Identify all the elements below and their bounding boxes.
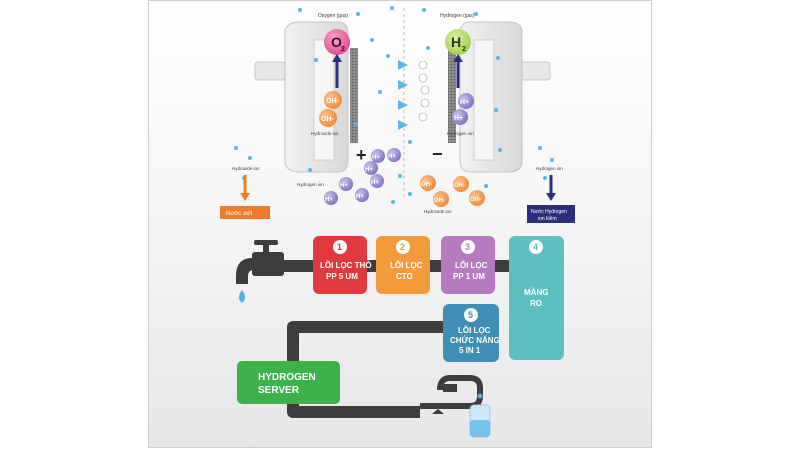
svg-text:OH-: OH-: [321, 116, 335, 123]
oxygen-gas-label: Oxygen (gas): [318, 13, 348, 19]
svg-text:OH-: OH-: [434, 198, 445, 204]
svg-text:2: 2: [400, 242, 405, 252]
svg-text:H+: H+: [460, 99, 469, 106]
filter-2-line2: CTO: [396, 272, 413, 281]
svg-text:OH-: OH-: [454, 183, 465, 189]
svg-text:OH-: OH-: [470, 197, 481, 203]
server-line1: HYDROGEN: [258, 372, 316, 383]
svg-text:H+: H+: [454, 115, 463, 122]
h2-subscript: 2: [462, 46, 466, 53]
filter-4-line1: MÀNG: [524, 288, 548, 297]
acid-output: Hydroxide ion Nước axit: [220, 166, 270, 219]
svg-text:H+: H+: [388, 154, 396, 160]
svg-text:H+: H+: [372, 155, 380, 161]
alkaline-water-label-2: ion kiềm: [538, 216, 557, 222]
svg-text:3: 3: [465, 242, 470, 252]
filter-3-line2: PP 1 UM: [453, 272, 485, 281]
oh-ion-cluster: OH- OH- OH- OH-: [420, 175, 485, 207]
alkaline-water-box: [527, 205, 575, 223]
source-faucet: [236, 240, 284, 303]
h2-molecule: H 2: [445, 29, 471, 55]
filter-5-line3: 5 IN 1: [459, 346, 481, 355]
anode-mesh: [350, 48, 358, 143]
h2-symbol: H: [451, 34, 461, 50]
svg-text:H+: H+: [371, 180, 379, 186]
svg-text:H+: H+: [340, 183, 348, 189]
diagram-background: [149, 1, 651, 447]
o2-molecule: O 2: [324, 29, 350, 55]
svg-text:H+: H+: [356, 194, 364, 200]
server-line2: SERVER: [258, 385, 300, 396]
hydrogen-ion-label-right: Hydrogen ion: [447, 131, 474, 136]
filter-1-line1: LÕI LỌC THÔ: [320, 261, 372, 270]
cathode-h-ions: H+ H+: [452, 93, 474, 125]
filter-2-line1: LÕI LỌC: [390, 261, 423, 270]
hydrogen-ion-label-far-right: Hydrogen ion: [536, 166, 563, 171]
acid-water-box: [220, 206, 270, 219]
hydroxide-ion-label-far-left: Hydroxide ion: [232, 166, 260, 171]
hydrogen-gas-label: Hydrogen (gas): [440, 13, 475, 19]
alkaline-water-label-1: Nước Hydrogen: [531, 209, 567, 215]
svg-text:OH-: OH-: [326, 98, 340, 105]
right-housing: [459, 21, 551, 173]
anode-oh-ions: OH- OH-: [319, 91, 342, 127]
diagram-frame: [148, 0, 652, 448]
o2-symbol: O: [331, 34, 342, 50]
filter-1: 1 LÕI LỌC THÔ PP 5 UM: [313, 236, 372, 294]
output-faucet: [420, 375, 491, 438]
small-ions-right: [418, 60, 430, 122]
svg-text:5: 5: [468, 310, 473, 320]
minus-sign: −: [432, 144, 443, 164]
filter-4-membrane: 4 MÀNG RO: [509, 236, 564, 360]
filter-4-line2: RO: [530, 299, 542, 308]
hydroxide-ion-label-bottom: Hydroxide ion: [424, 209, 452, 214]
filter-1-line2: PP 5 UM: [326, 272, 358, 281]
filter-5-line1: LÕI LỌC: [458, 326, 491, 335]
filter-5-line2: CHỨC NĂNG: [450, 336, 500, 345]
hydrogen-ion-label-left: Hydrogen ion: [297, 182, 324, 187]
hydrogen-server: HYDROGEN SERVER: [237, 361, 340, 404]
filter-5: 5 LÕI LỌC CHỨC NĂNG 5 IN 1: [443, 304, 500, 362]
svg-text:1: 1: [337, 242, 342, 252]
o2-subscript: 2: [341, 46, 345, 53]
cathode-mesh: [448, 48, 456, 143]
acid-water-label: Nước axit: [226, 211, 253, 217]
svg-text:H+: H+: [365, 167, 373, 173]
electrolysis-cell: Oxygen (gas) Hydrogen (gas) O 2 H 2 OH- …: [234, 6, 554, 214]
filter-3: 3 LÕI LỌC PP 1 UM: [441, 236, 495, 294]
svg-text:H+: H+: [325, 197, 333, 203]
svg-text:OH-: OH-: [421, 182, 432, 188]
plus-sign: +: [356, 145, 367, 165]
membrane-arrows: [398, 60, 408, 130]
filter-3-line1: LÕI LỌC: [455, 261, 488, 270]
hydroxide-ion-label-left: Hydroxide ion: [311, 131, 339, 136]
left-housing: [254, 21, 349, 173]
alkaline-output: Hydrogen ion Nước Hydrogen ion kiềm: [527, 166, 575, 223]
svg-text:4: 4: [533, 242, 538, 252]
water-drop-icon: [239, 290, 245, 303]
h-ion-cluster: H+ H+ H+ H+ H+ H+ H+: [324, 148, 401, 205]
filter-2: 2 LÕI LỌC CTO: [376, 236, 430, 294]
